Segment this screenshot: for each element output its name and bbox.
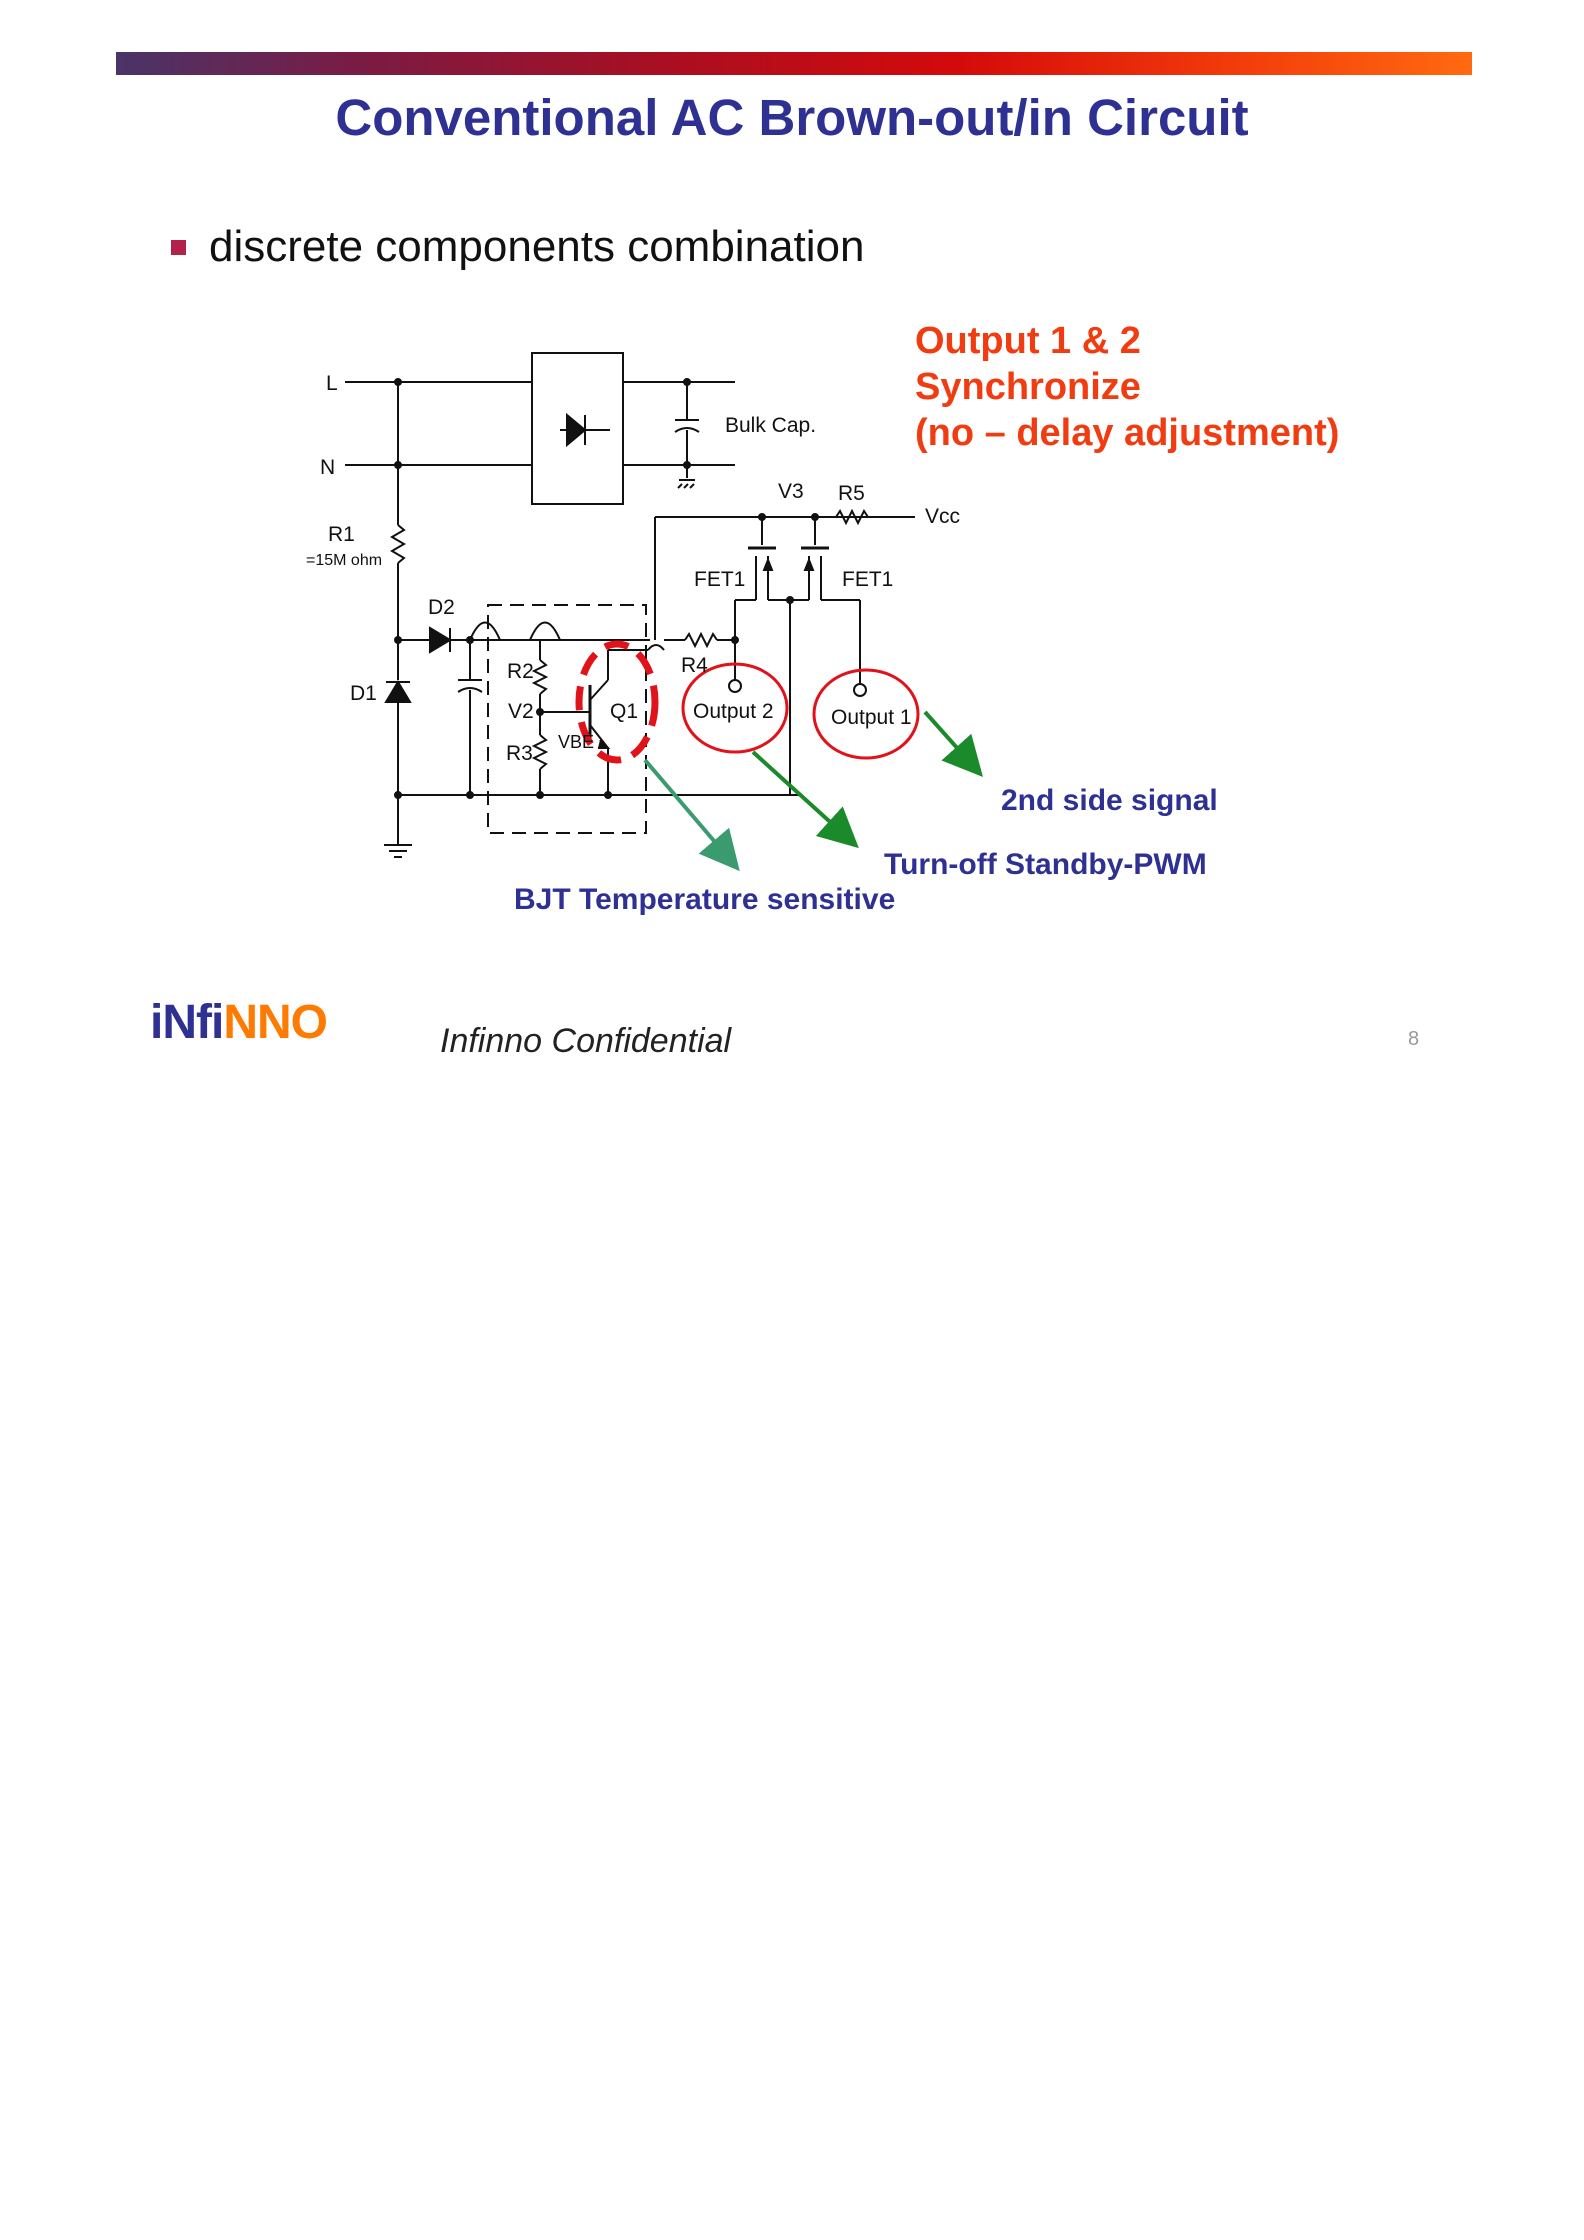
sync-line-2: Synchronize	[915, 366, 1141, 408]
label-R1-value: =15M ohm	[306, 552, 382, 569]
callout-bjt: BJT Temperature sensitive	[514, 883, 896, 916]
label-output2: Output 2	[693, 700, 774, 723]
q1-highlight-circle	[575, 640, 659, 764]
sync-line-1: Output 1 & 2	[915, 320, 1141, 362]
output2-circle	[681, 662, 789, 754]
page-number: 8	[1408, 1028, 1420, 1050]
label-fet1-left: FET1	[694, 568, 745, 591]
resistor-R5	[835, 508, 869, 526]
label-R4: R4	[681, 654, 708, 677]
diode-D1	[384, 680, 412, 703]
label-R5: R5	[838, 482, 865, 505]
label-output1: Output 1	[831, 706, 912, 729]
label-V2: V2	[508, 700, 534, 723]
label-R1: R1	[328, 523, 355, 546]
resistor-R3	[531, 734, 549, 770]
label-V3: V3	[778, 480, 804, 503]
label-Q1: Q1	[610, 700, 638, 723]
output1-terminal	[853, 683, 867, 697]
output2-terminal	[728, 679, 742, 693]
resistor-R1	[390, 524, 406, 564]
header-gradient-bar	[116, 52, 1472, 75]
arrow-turn-off	[751, 750, 859, 849]
sync-line-3: (no – delay adjustment)	[915, 412, 1340, 454]
arrow-bjt	[643, 758, 740, 872]
bridge-rectifier	[531, 352, 624, 505]
infinno-logo: iNfiNNO	[150, 995, 328, 1050]
logo-part-b: NNO	[223, 996, 328, 1049]
label-R3: R3	[506, 742, 533, 765]
output1-circle	[812, 668, 920, 760]
dashed-region	[487, 604, 647, 834]
bridge-diode-icon	[560, 412, 610, 448]
label-Vcc: Vcc	[925, 505, 960, 528]
label-D2: D2	[428, 596, 455, 619]
circuit-diagram: L N R1 =15M ohm D1 D2 R2 V2 R3 VBE Q1 R4…	[306, 352, 983, 872]
label-fet1-right: FET1	[842, 568, 893, 591]
label-VBE: VBE	[558, 732, 594, 752]
sync-annotation: Output 1 & 2 Synchronize (no – delay adj…	[915, 318, 1339, 456]
label-R2: R2	[507, 660, 534, 683]
bullet-text: discrete components combination	[209, 222, 865, 271]
label-D1: D1	[350, 682, 377, 705]
footer-confidential: Infinno Confidential	[440, 1022, 732, 1060]
callout-turn-off: Turn-off Standby-PWM	[884, 848, 1207, 881]
bullet-marker	[171, 240, 186, 255]
label-L: L	[326, 372, 338, 395]
arrow-second-side	[923, 710, 983, 777]
callout-second-side: 2nd side signal	[1001, 784, 1218, 817]
label-bulk-cap: Bulk Cap.	[725, 414, 816, 437]
resistor-R2	[531, 659, 549, 695]
logo-part-a: iNfi	[150, 996, 224, 1049]
diode-D2	[429, 626, 452, 654]
resistor-R4	[684, 631, 718, 649]
slide-title: Conventional AC Brown-out/in Circuit	[335, 89, 1249, 146]
label-N: N	[320, 456, 335, 479]
